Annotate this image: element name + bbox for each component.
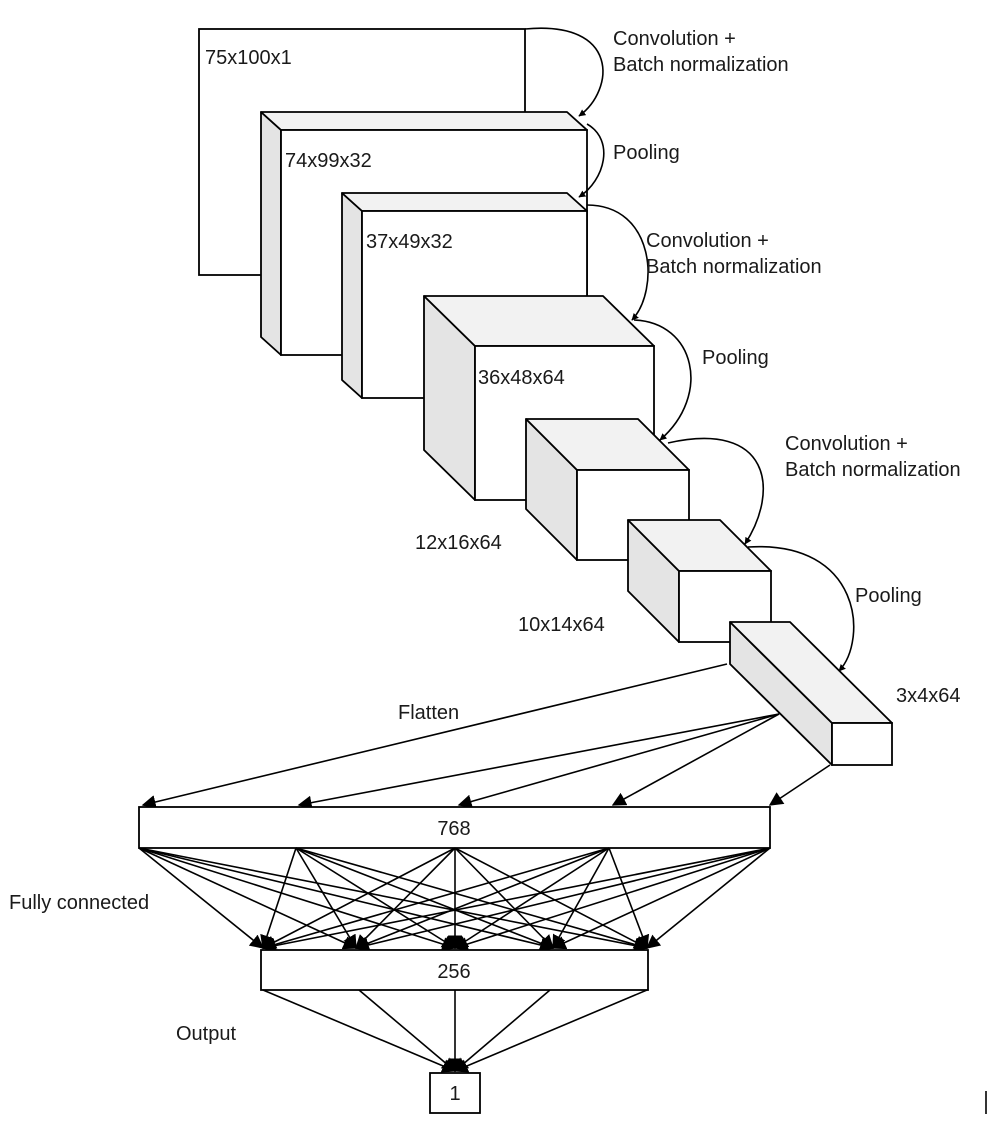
block-input-label: 75x100x1	[205, 47, 292, 69]
block-pool1-label: 37x49x32	[366, 231, 453, 253]
layer-output: 1	[429, 1072, 481, 1114]
fc-edge	[295, 847, 457, 949]
fc-edge	[138, 847, 457, 951]
fc-edge	[355, 847, 456, 949]
fc-edge	[260, 847, 297, 950]
output-edges	[262, 989, 648, 1073]
conv-bn-1-line2: Batch normalization	[613, 54, 789, 76]
layer-flat-label: 768	[437, 818, 470, 840]
fc-edge	[453, 847, 771, 951]
operation-arrows	[524, 27, 855, 672]
fc-edge	[261, 847, 610, 952]
conv-bn-2-line2: Batch normalization	[646, 256, 822, 278]
flatten-label: Flatten	[398, 702, 459, 724]
fully-connected-edges	[138, 847, 771, 953]
fc-edge	[354, 847, 771, 952]
fc-edge	[551, 847, 771, 950]
fc-edge	[454, 847, 554, 949]
block-conv1-label: 74x99x32	[285, 150, 372, 172]
conv-bn-1-line1: Convolution +	[613, 28, 736, 50]
block-pool3-label: 3x4x64	[896, 685, 961, 707]
fc-edge	[354, 847, 610, 950]
fc-edge	[454, 847, 649, 949]
block-conv3-label: 10x14x64	[518, 614, 605, 636]
output-edge	[453, 989, 551, 1072]
fc-edge	[138, 847, 265, 949]
conv-bn-2-line1: Convolution +	[646, 230, 769, 252]
layer-flat: 768	[138, 806, 771, 849]
fc-edge	[295, 847, 555, 950]
operation-labels: Convolution + Batch normalization Poolin…	[9, 28, 961, 1045]
conv-bn-3-line1: Convolution +	[785, 433, 908, 455]
layer-dense: 256	[260, 949, 649, 991]
fc-edge	[552, 847, 610, 950]
pooling-3-label: Pooling	[855, 585, 922, 607]
block-conv2-label: 36x48x64	[478, 367, 565, 389]
pooling-2-label: Pooling	[702, 347, 769, 369]
fc-edge	[261, 847, 771, 953]
output-edge	[262, 989, 457, 1073]
fully-connected-label: Fully connected	[9, 892, 149, 914]
layer-output-label: 1	[449, 1083, 460, 1105]
output-label: Output	[176, 1023, 236, 1045]
flatten-arrows	[141, 663, 831, 810]
fc-edge	[608, 847, 650, 950]
fc-edge	[453, 847, 610, 949]
block-pool2-label: 12x16x64	[415, 532, 502, 554]
fc-edge	[645, 847, 771, 949]
layer-dense-label: 256	[437, 961, 470, 983]
fc-edge	[261, 847, 456, 949]
block-pool3	[729, 621, 893, 766]
output-edge	[453, 989, 648, 1073]
conv-bn-3-line2: Batch normalization	[785, 459, 961, 481]
fc-edge	[138, 847, 555, 952]
block-conv3	[627, 519, 772, 643]
pooling-1-label: Pooling	[613, 142, 680, 164]
fc-edge	[138, 847, 358, 950]
output-edge	[358, 989, 457, 1072]
